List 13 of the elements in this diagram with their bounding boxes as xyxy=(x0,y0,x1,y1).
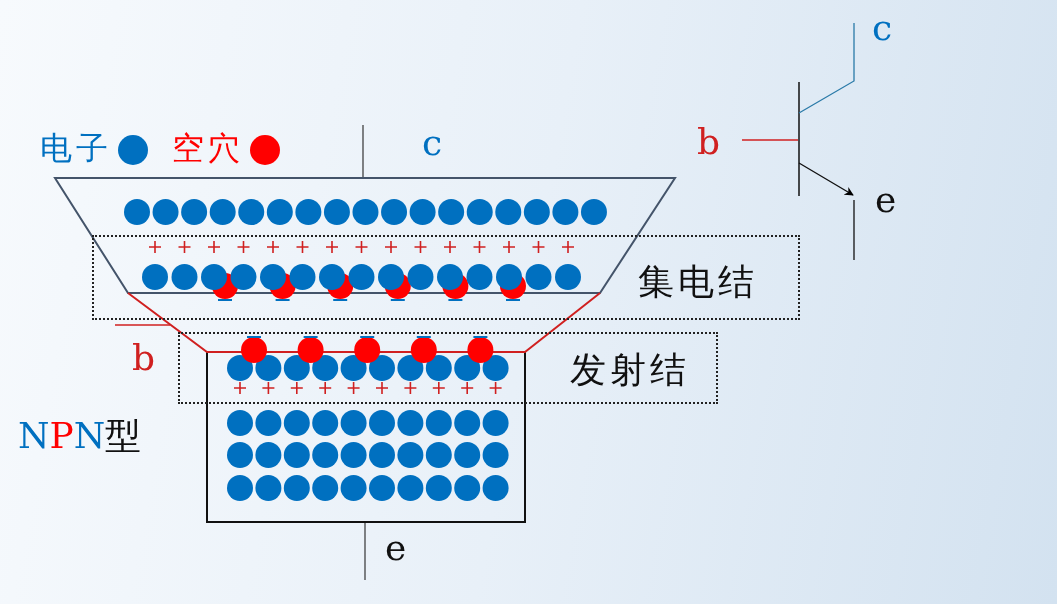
terminal-label: b xyxy=(132,340,156,376)
terminal-label: e xyxy=(385,530,407,566)
legend-label: 空穴 xyxy=(172,132,244,164)
terminal-label: c xyxy=(422,125,443,161)
type-label: NPN型 xyxy=(18,418,142,454)
terminal-label: e xyxy=(875,182,897,218)
junction-box xyxy=(178,332,718,404)
terminal-label: c xyxy=(872,10,893,46)
junction-box xyxy=(92,235,800,320)
legend-label: 电子 xyxy=(40,132,112,164)
junction-label: 发射结 xyxy=(570,352,690,388)
terminal-label: b xyxy=(697,124,721,160)
junction-label: 集电结 xyxy=(638,264,758,300)
